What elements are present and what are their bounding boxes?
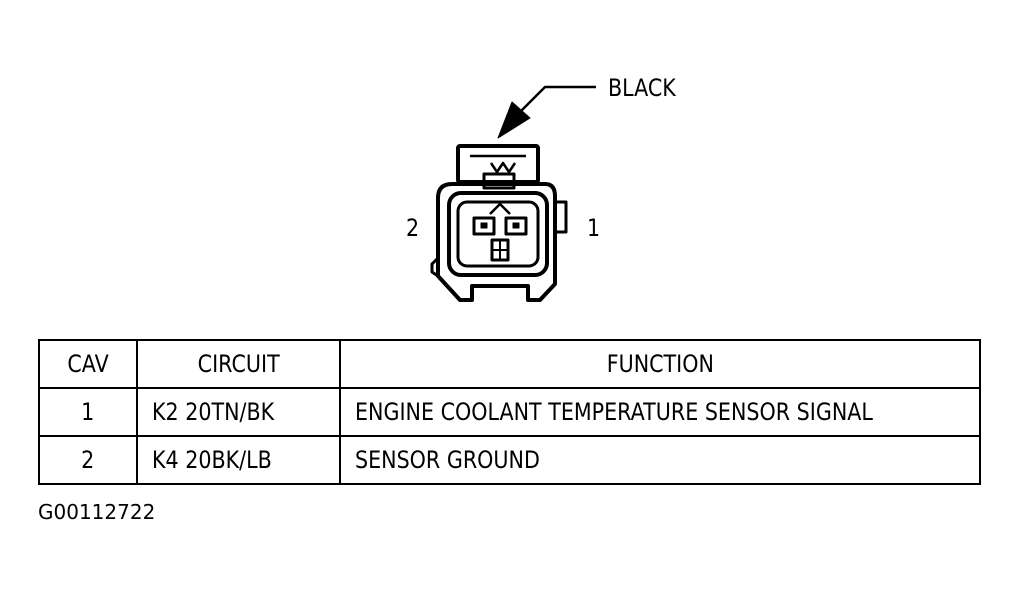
terminal-cavity-2	[472, 216, 496, 236]
label-leader-line	[519, 85, 596, 113]
pin-2-label: 2	[406, 214, 420, 242]
connector-latch	[456, 144, 540, 184]
pin-1-label: 1	[587, 214, 601, 242]
figure-id: G00112722	[38, 500, 156, 524]
terminal-cavity-1	[504, 216, 528, 236]
pinout-table: CAV CIRCUIT FUNCTION 1 K2 20TN/BK ENGINE…	[38, 339, 981, 485]
connector-housing	[436, 182, 557, 302]
connector-face	[447, 191, 549, 277]
header-circuit: CIRCUIT	[136, 339, 341, 389]
table-row: 1 K2 20TN/BK ENGINE COOLANT TEMPERATURE …	[38, 387, 981, 437]
cell-function: SENSOR GROUND	[339, 435, 981, 485]
table-row: 2 K4 20BK/LB SENSOR GROUND	[38, 435, 981, 485]
table-header-row: CAV CIRCUIT FUNCTION	[38, 339, 981, 389]
leader-arrowhead	[497, 101, 531, 139]
cell-function: ENGINE COOLANT TEMPERATURE SENSOR SIGNAL	[339, 387, 981, 437]
header-cav: CAV	[38, 339, 138, 389]
cell-circuit: K2 20TN/BK	[136, 387, 341, 437]
cell-cav: 2	[38, 435, 138, 485]
header-function: FUNCTION	[339, 339, 981, 389]
cell-circuit: K4 20BK/LB	[136, 435, 341, 485]
connector-color-label: BLACK	[608, 74, 676, 102]
connector-diagram	[430, 85, 596, 302]
cell-cav: 1	[38, 387, 138, 437]
